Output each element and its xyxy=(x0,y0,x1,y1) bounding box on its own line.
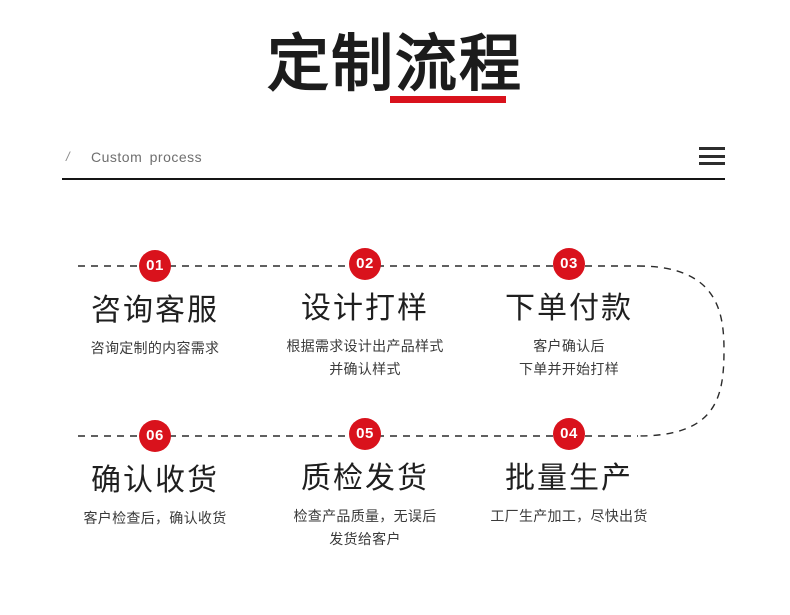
step-title-03: 下单付款 xyxy=(505,291,633,326)
step-desc-line: 客户确认后 xyxy=(533,339,605,355)
step-desc-04: 工厂生产加工，尽快出货 xyxy=(454,506,684,529)
header-divider-rule xyxy=(62,178,725,180)
hamburger-bar-3 xyxy=(699,162,725,165)
step-desc-05: 检查产品质量，无误后 发货给客户 xyxy=(250,506,480,552)
hamburger-bar-2 xyxy=(699,154,725,158)
page-title: 定制流程 xyxy=(266,27,523,100)
step-badge-03: 03 xyxy=(553,248,585,280)
step-desc-line: 根据需求设计出产品样式 xyxy=(286,339,444,355)
step-desc-line: 咨询定制的内容需求 xyxy=(90,341,220,357)
step-desc-line: 发货给客户 xyxy=(329,532,401,548)
step-desc-line: 检查产品质量，无误后 xyxy=(293,509,437,525)
step-badge-05: 05 xyxy=(349,418,381,450)
subtitle-label: Custom process xyxy=(91,149,203,165)
step-badge-04: 04 xyxy=(553,418,585,450)
step-title-04: 批量生产 xyxy=(505,461,633,496)
step-badge-01: 01 xyxy=(139,250,171,282)
title-underline-accent xyxy=(390,96,506,103)
step-title-05: 质检发货 xyxy=(301,461,429,496)
step-badge-06: 06 xyxy=(139,420,171,452)
step-desc-line: 并确认样式 xyxy=(329,362,401,378)
step-title-01: 咨询客服 xyxy=(91,293,219,328)
subtitle-bar: / Custom process xyxy=(62,146,725,178)
step-desc-03: 客户确认后 下单并开始打样 xyxy=(454,336,684,382)
page-title-wrap: 定制流程 xyxy=(0,26,790,106)
step-title-02: 设计打样 xyxy=(301,291,429,326)
step-desc-line: 下单并开始打样 xyxy=(518,362,620,378)
process-flow: 01 咨询客服 咨询定制的内容需求 02 设计打样 根据需求设计出产品样式 并确… xyxy=(0,200,790,600)
hamburger-bar-1 xyxy=(699,147,725,150)
step-desc-01: 咨询定制的内容需求 xyxy=(40,338,270,361)
step-badge-02: 02 xyxy=(349,248,381,280)
step-desc-line: 工厂生产加工，尽快出货 xyxy=(490,509,648,525)
hamburger-icon[interactable] xyxy=(699,147,725,165)
step-desc-06: 客户检查后，确认收货 xyxy=(40,508,270,531)
step-desc-line: 客户检查后，确认收货 xyxy=(83,511,227,527)
step-title-06: 确认收货 xyxy=(91,463,219,498)
step-desc-02: 根据需求设计出产品样式 并确认样式 xyxy=(250,336,480,382)
slash-separator: / xyxy=(66,149,70,164)
